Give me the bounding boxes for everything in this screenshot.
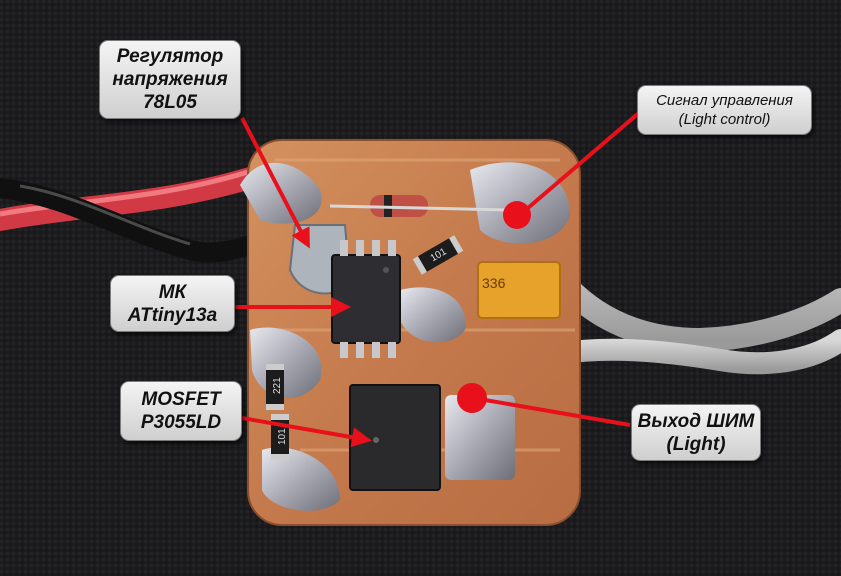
callout-pwm-output-line2: (Light): [666, 433, 726, 455]
callout-voltage-regulator: Регулятор напряжения 78L05: [99, 40, 241, 119]
marking-resistor-left-top: 221: [272, 377, 283, 394]
callout-mosfet: MOSFET P3055LD: [120, 381, 242, 441]
solder-blob-bottom-left: [262, 447, 340, 511]
arrow-pwm: [484, 398, 631, 427]
callout-mcu-line2: ATtiny13a: [127, 304, 218, 326]
callout-mcu: МК ATtiny13a: [110, 275, 235, 332]
smd-resistor-top: [412, 235, 464, 275]
black-wire-highlight: [19, 184, 191, 246]
callout-control-signal-line1: Сигнал управления: [656, 92, 793, 109]
arrow-regulator: [240, 117, 310, 249]
callout-pwm-output: Выход ШИМ (Light): [631, 404, 761, 461]
smd-resistor-left-bottom: [271, 414, 289, 460]
black-wire: [0, 178, 280, 263]
callout-control-signal-line2: (Light control): [678, 111, 771, 128]
arrow-signal: [526, 110, 642, 210]
callout-pwm-output-line1: Выход ШИМ: [637, 410, 755, 432]
marking-resistor-left-bottom: 101: [277, 428, 288, 445]
mosfet-mark: [373, 437, 379, 443]
signal-point-marker: [503, 201, 531, 229]
smd-resistor-left-top: [266, 364, 284, 410]
solder-blob-mid: [400, 287, 466, 343]
callout-arrows: [235, 110, 642, 448]
red-wire-highlight: [0, 169, 249, 217]
callout-mosfet-line1: MOSFET: [141, 389, 221, 410]
callout-voltage-regulator-line1: Регулятор: [116, 46, 224, 67]
mcu-pins: [340, 240, 396, 358]
callout-voltage-regulator-line3: 78L05: [143, 92, 197, 113]
callout-mosfet-line2: P3055LD: [140, 412, 222, 433]
arrow-mosfet: [241, 416, 372, 448]
red-wire: [0, 167, 261, 231]
callout-mcu-line1: МК: [158, 281, 187, 303]
marking-tantalum-cap: 336: [482, 275, 506, 291]
pwm-point-marker: [457, 383, 487, 413]
mcu-attiny13a: [331, 254, 401, 344]
tantalum-capacitor: [477, 261, 561, 319]
mcu-pin1-dot: [383, 267, 389, 273]
diode-lead: [329, 204, 511, 212]
solder-pad-bottom-right: [445, 395, 515, 480]
callout-voltage-regulator-line2: напряжения: [112, 69, 228, 90]
callout-control-signal: Сигнал управления (Light control): [637, 85, 812, 135]
